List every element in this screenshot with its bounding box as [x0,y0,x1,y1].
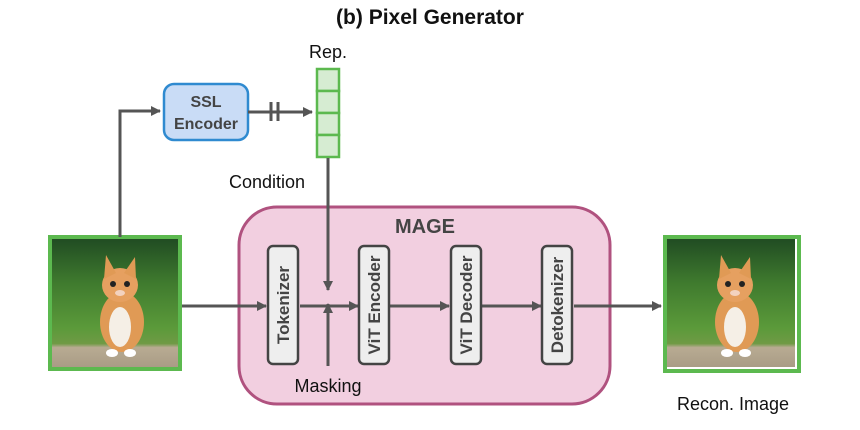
mage-block-tokenizer: Tokenizer [266,244,300,366]
ssl-encoder-block: SSL Encoder [162,82,250,142]
rep-vector-cell [315,67,341,93]
rep-vector-cell [315,111,341,137]
rep-vector-cell [315,133,341,159]
ssl-encoder-line2: Encoder [174,116,238,133]
diagram-title: (b) Pixel Generator [336,6,524,29]
mage-block-label: ViT Decoder [457,255,476,354]
mage-title: MAGE [395,216,455,238]
mage-block-label: ViT Encoder [365,255,384,354]
mage-block-label: Detokenizer [548,256,567,353]
ssl-encoder-line1: SSL [190,94,221,111]
masking-label: Masking [294,376,361,396]
input-image [48,235,182,371]
rep-label: Rep. [309,42,347,62]
mage-block-vit-encoder: ViT Encoder [357,244,391,366]
recon-image-label: Recon. Image [677,394,789,414]
condition-label: Condition [229,172,305,192]
mage-block-vit-decoder: ViT Decoder [449,244,483,366]
mage-block-detokenizer: Detokenizer [540,244,574,366]
arrow-image-to-ssl [118,106,161,237]
rep-vector-cell [315,89,341,115]
representation-vector [315,67,341,159]
mage-block-label: Tokenizer [274,266,293,344]
reconstructed-image [663,235,801,373]
